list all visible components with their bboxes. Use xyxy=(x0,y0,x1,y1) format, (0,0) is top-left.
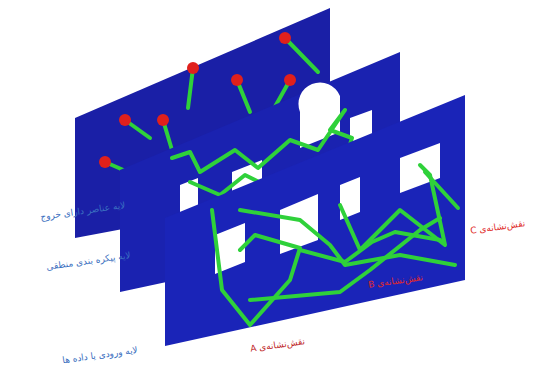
layer-label: لایه ورودی یا داده ها xyxy=(62,345,139,366)
layer-label: لایه پیکره بندی منطقی xyxy=(46,250,132,273)
front-plane xyxy=(165,95,465,346)
front-links xyxy=(212,165,458,325)
pattern-label: نقش‌نشانه‌ی C xyxy=(470,218,526,236)
pattern-label: نقش‌نشانه‌ی A xyxy=(250,336,306,354)
